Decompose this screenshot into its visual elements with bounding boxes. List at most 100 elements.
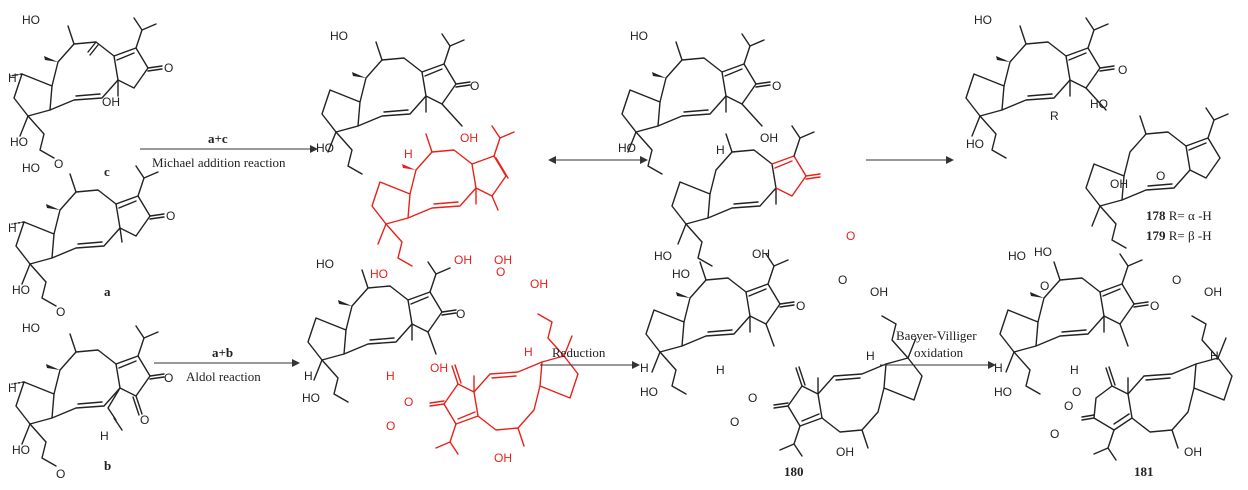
compound-181-label: 181 bbox=[1134, 464, 1154, 479]
c178-r: R bbox=[1050, 109, 1059, 123]
adduct1-ho-top: HO bbox=[330, 29, 348, 43]
michael-adduct-structure bbox=[321, 33, 515, 267]
c181-o-lactone-2: O bbox=[1072, 385, 1081, 399]
arrow-baeyer-villiger bbox=[880, 361, 996, 369]
compound-a-structure bbox=[11, 165, 165, 307]
c181-o: O bbox=[1150, 299, 1159, 313]
c178-o: O bbox=[1118, 63, 1127, 77]
c181-oh-bottom: OH bbox=[1184, 445, 1202, 459]
compound-c-structure bbox=[9, 17, 163, 159]
c181-h: H bbox=[1070, 363, 1079, 377]
c180-o-1: O bbox=[748, 391, 757, 405]
adduct1-oh-red-1: OH bbox=[454, 253, 472, 267]
c181-h-right: H bbox=[1210, 349, 1219, 363]
compound-181-structure bbox=[999, 253, 1233, 461]
compound-178-label: 178 R= α -H bbox=[1146, 208, 1212, 223]
c-ho-bottom: HO bbox=[10, 135, 28, 149]
reagent-a-plus-b: a+b bbox=[212, 345, 233, 360]
a-h-label: H bbox=[8, 221, 17, 235]
compound-179-label: 179 R= β -H bbox=[1146, 228, 1212, 243]
b-o-label-1: O bbox=[164, 371, 173, 385]
c178-ho-left: HO bbox=[966, 137, 984, 151]
c-oh-top: HO bbox=[22, 13, 40, 27]
ald-h-left: H bbox=[304, 369, 313, 383]
a-o-methoxy: O bbox=[56, 305, 65, 319]
arrow-reduction bbox=[540, 361, 640, 369]
c180-h-left: H bbox=[640, 361, 649, 375]
adduct1-oh-red-2: OH bbox=[494, 253, 512, 267]
compound-178-179-structure bbox=[965, 17, 1229, 249]
c181-ho-top: HO bbox=[1008, 249, 1026, 263]
reaction-bv-line1: Baeyer-Villiger bbox=[896, 328, 977, 343]
int-ho-bottom: HO bbox=[672, 267, 690, 281]
int-o-red: O bbox=[846, 229, 855, 243]
compound-c-label: c bbox=[104, 164, 110, 179]
ald-o: O bbox=[456, 307, 465, 321]
int-h: H bbox=[716, 143, 725, 157]
ald-oh-red-top: OH bbox=[530, 277, 548, 291]
compound-b-structure bbox=[11, 325, 165, 467]
c178-ho-mid: HO bbox=[1090, 97, 1108, 111]
c180-h: H bbox=[716, 363, 725, 377]
arrow-resonance bbox=[548, 156, 648, 164]
b-h-aldehyde: H bbox=[100, 429, 109, 443]
ald-ho-top: HO bbox=[316, 257, 334, 271]
c181-ho-left: HO bbox=[994, 385, 1012, 399]
adduct1-h-red: H bbox=[404, 147, 413, 161]
a-ho-bottom: HO bbox=[12, 283, 30, 297]
c180-o-methoxy: O bbox=[838, 273, 847, 287]
c178-ho-bottom: HO bbox=[1034, 245, 1052, 259]
ald-h-red-right: H bbox=[524, 345, 533, 359]
c178-o-methoxy: O bbox=[1040, 279, 1049, 293]
a-o-label: O bbox=[166, 209, 175, 223]
b-oh-top: HO bbox=[22, 321, 40, 335]
reaction-michael-addition: Michael addition reaction bbox=[152, 155, 286, 170]
c180-ho-left: HO bbox=[640, 385, 658, 399]
compound-180-structure bbox=[645, 253, 923, 457]
cyclized-intermediate-structure bbox=[621, 33, 821, 267]
ald-ho-left: HO bbox=[302, 391, 320, 405]
b-h-label: H bbox=[8, 381, 17, 395]
compound-180-label: 180 bbox=[784, 464, 804, 479]
adduct1-oh-red-top: OH bbox=[460, 131, 478, 145]
c-oh-mid: OH bbox=[102, 95, 120, 109]
c180-ho-top: HO bbox=[654, 249, 672, 263]
c181-o-methoxy: O bbox=[1172, 273, 1181, 287]
compound-a-label: a bbox=[104, 284, 111, 299]
int-o: O bbox=[772, 79, 781, 93]
b-o-methoxy: O bbox=[56, 467, 65, 481]
c178-oh-bottom: OH bbox=[1110, 177, 1128, 191]
int-oh-bottom: OH bbox=[752, 247, 770, 261]
compound-b-label: b bbox=[104, 458, 111, 473]
b-o-label-2: O bbox=[140, 413, 149, 427]
reaction-aldol: Aldol reaction bbox=[186, 369, 261, 384]
arrow-aldol bbox=[154, 359, 300, 367]
adduct1-o: O bbox=[470, 79, 479, 93]
ald-o-red-2: O bbox=[386, 419, 395, 433]
reagent-a-plus-c: a+c bbox=[208, 131, 228, 146]
int-ho-top: HO bbox=[630, 29, 648, 43]
arrow-michael bbox=[140, 145, 318, 153]
c-o-label: O bbox=[164, 61, 173, 75]
ald-h-red: H bbox=[386, 369, 395, 383]
c181-o-lactone-3: O bbox=[1050, 427, 1059, 441]
c178-o-right: O bbox=[1156, 169, 1165, 183]
c181-o-lactone-1: O bbox=[1064, 399, 1073, 413]
int-oh-top: OH bbox=[760, 131, 778, 145]
c180-o-2: O bbox=[730, 415, 739, 429]
c180-oh-bottom: OH bbox=[836, 445, 854, 459]
c181-oh-top: OH bbox=[1204, 285, 1222, 299]
adduct1-ho-left: HO bbox=[316, 141, 334, 155]
c181-h-left: H bbox=[994, 361, 1003, 375]
a-oh-top: HO bbox=[22, 161, 40, 175]
int-ho-left: HO bbox=[618, 141, 636, 155]
ald-o-red-1: O bbox=[404, 395, 413, 409]
b-ho-bottom: HO bbox=[12, 443, 30, 457]
aldol-adduct-structure bbox=[307, 261, 579, 455]
ald-o-red-methoxy: O bbox=[496, 265, 505, 279]
adduct1-ho-red: HO bbox=[370, 267, 388, 281]
c-h-label: H bbox=[8, 71, 17, 85]
arrow-to-178 bbox=[866, 156, 954, 164]
c180-o: O bbox=[796, 299, 805, 313]
